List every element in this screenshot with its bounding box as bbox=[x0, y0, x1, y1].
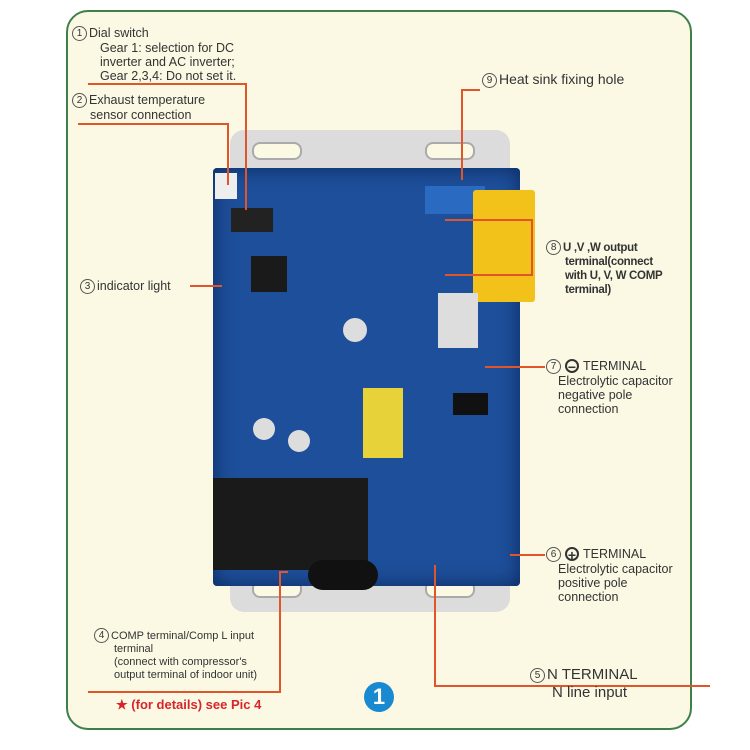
label-line: connection bbox=[558, 590, 619, 604]
uvw-terminal-connector bbox=[473, 190, 535, 302]
note-text: (for details) see Pic 4 bbox=[131, 697, 262, 712]
label-line: Exhaust temperature bbox=[89, 93, 206, 107]
number-badge: 8 bbox=[546, 240, 561, 255]
rectifier-block bbox=[213, 478, 368, 570]
number-badge: 3 bbox=[80, 279, 95, 294]
label-title: TERMINAL bbox=[583, 359, 647, 373]
chip bbox=[251, 256, 287, 292]
label-title: indicator light bbox=[97, 279, 171, 293]
cable-grommet bbox=[308, 560, 378, 590]
number-badge: 6 bbox=[546, 547, 561, 562]
plus-circle-icon: + bbox=[565, 547, 579, 562]
label-line: connection bbox=[558, 402, 619, 416]
label-title: Heat sink fixing hole bbox=[499, 71, 625, 87]
leader-dial bbox=[88, 83, 247, 210]
label-line: Electrolytic capacitor bbox=[558, 562, 673, 576]
number-badge: 2 bbox=[72, 93, 87, 108]
label-line: (connect with compressor's bbox=[114, 656, 247, 668]
leader-heatsink bbox=[461, 89, 480, 180]
label-line: Electrolytic capacitor bbox=[558, 374, 673, 388]
leader-n bbox=[434, 565, 710, 687]
minus-circle-icon: − bbox=[565, 359, 579, 374]
label-title: COMP terminal/Comp L input bbox=[111, 630, 255, 642]
label-line: N line input bbox=[552, 684, 628, 701]
inverter-pcb-board bbox=[213, 168, 535, 590]
leader-comp bbox=[88, 571, 288, 693]
capacitor bbox=[343, 318, 367, 342]
label-line: with U, V, W COMP bbox=[565, 270, 663, 282]
details-note: ★ (for details) see Pic 4 bbox=[116, 697, 261, 713]
exhaust-sensor-connector bbox=[215, 173, 237, 199]
capacitor bbox=[253, 418, 275, 440]
relay bbox=[438, 293, 478, 348]
label-line: terminal(connect bbox=[565, 256, 653, 268]
dial-switch bbox=[231, 208, 273, 232]
number-badge: 7 bbox=[546, 359, 561, 374]
label-negative-terminal: 7−TERMINAL Electrolytic capacitor negati… bbox=[546, 359, 673, 416]
label-positive-terminal: 6 + TERMINAL Electrolytic capacitor positi… bbox=[546, 547, 673, 604]
leader-exhaust bbox=[78, 123, 229, 185]
ic-chip bbox=[453, 393, 488, 415]
star-icon: ★ bbox=[116, 697, 128, 712]
label-line: inverter and AC inverter; bbox=[100, 55, 235, 69]
label-line: positive pole bbox=[558, 576, 628, 590]
label-title: TERMINAL bbox=[583, 547, 647, 561]
label-line: terminal) bbox=[565, 284, 611, 296]
label-line: output terminal of indoor unit) bbox=[114, 669, 258, 681]
number-badge: 4 bbox=[94, 628, 109, 643]
label-line: sensor connection bbox=[90, 108, 192, 122]
label-line: negative pole bbox=[558, 388, 633, 402]
label-line: U ,V ,W output bbox=[563, 242, 638, 254]
label-title: Dial switch bbox=[89, 26, 149, 40]
picture-number-badge: 1 bbox=[364, 682, 394, 712]
transformer bbox=[363, 388, 403, 458]
capacitor bbox=[288, 430, 310, 452]
label-line: Gear 1: selection for DC bbox=[100, 41, 235, 55]
number-badge: 5 bbox=[530, 668, 545, 683]
number-badge: 1 bbox=[72, 26, 87, 41]
label-title: N TERMINAL bbox=[547, 666, 638, 683]
label-line: terminal bbox=[114, 643, 154, 655]
fixing-hole bbox=[252, 142, 302, 160]
number-badge: 9 bbox=[482, 73, 497, 88]
leader-uvw bbox=[445, 219, 533, 276]
label-line: Gear 2,3,4: Do not set it. bbox=[100, 69, 237, 83]
